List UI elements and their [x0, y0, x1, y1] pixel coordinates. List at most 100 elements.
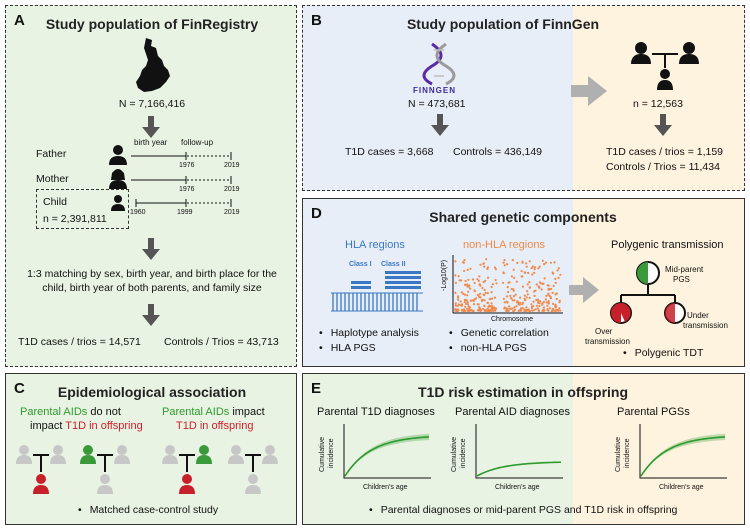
plot-2-ylabel-1: Cumulative [451, 436, 458, 472]
left-do-not: do not [87, 406, 121, 418]
manhattan-point [486, 292, 489, 295]
year-1960: 1960 [130, 209, 146, 216]
manhattan-point [537, 300, 540, 303]
year-1999: 1999 [177, 209, 193, 216]
year-1976-mother: 1976 [179, 186, 195, 193]
manhattan-point [486, 307, 489, 310]
manhattan-point [531, 273, 534, 276]
plot-1-curve [343, 424, 431, 479]
panel-a: A Study population of FinRegistry N = 7,… [5, 5, 297, 367]
manhattan-point [477, 279, 480, 282]
confidence-band [641, 433, 725, 476]
manhattan-point [521, 261, 524, 264]
panel-d-letter: D [311, 205, 322, 222]
plot-1: Cumulative incidence Children's age [319, 424, 431, 496]
father-icon [109, 145, 127, 165]
right-statement-line-1: Parental AIDs impact [162, 406, 265, 418]
arrow-down-icon [431, 114, 449, 136]
manhattan-point [471, 278, 475, 281]
plot-axes [475, 424, 563, 479]
trio-right-control-icon [228, 445, 278, 494]
manhattan-point [536, 307, 539, 310]
year-2019-mother: 2019 [224, 186, 240, 193]
trio-right-case-icon [162, 445, 212, 494]
manhattan-point [466, 301, 469, 304]
manhattan-point [530, 306, 533, 310]
manhattan-point [477, 295, 481, 298]
manhattan-point [481, 286, 484, 290]
mother-icon [109, 169, 127, 189]
manhattan-point [502, 281, 505, 284]
manhattan-point [464, 283, 467, 286]
mid-parent-label-2: PGS [673, 275, 690, 284]
plot-2-xlabel: Children's age [495, 484, 540, 491]
manhattan-point [543, 277, 546, 280]
manhattan-point [521, 307, 524, 310]
manhattan-point [461, 303, 464, 306]
manhattan-point [532, 309, 535, 312]
plot-3-ylabel-2: incidence [624, 438, 631, 468]
mother-label: Mother [36, 173, 69, 185]
mother-timeline [131, 176, 232, 184]
finland-map-icon [136, 38, 170, 92]
manhattan-point [512, 309, 515, 313]
manhattan-point [489, 305, 492, 308]
manhattan-point [553, 261, 556, 264]
manhattan-point [551, 271, 554, 274]
manhattan-point [479, 263, 482, 266]
manhattan-point [505, 300, 508, 303]
plot-3-ylabel-1: Cumulative [615, 436, 622, 472]
manhattan-point [465, 302, 468, 305]
panel-e: E T1D risk estimation in offspring Paren… [302, 373, 745, 525]
manhattan-point [464, 305, 467, 308]
manhattan-point [478, 292, 482, 295]
manhattan-point [558, 299, 561, 302]
manhattan-point [486, 301, 489, 304]
mid-parent-label-1: Mid-parent [665, 265, 704, 274]
manhattan-point [554, 293, 557, 296]
hla-locus-diagram [331, 271, 423, 312]
manhattan-point [467, 278, 470, 281]
manhattan-point [525, 296, 528, 299]
manhattan-point [472, 299, 475, 302]
manhattan-point [535, 283, 538, 286]
manhattan-point [552, 284, 555, 288]
plot-3: Cumulative incidence Children's age [615, 424, 727, 496]
panel-e-letter: E [311, 380, 322, 397]
matching-line-2: child, birth year of both parents, and f… [42, 282, 262, 294]
polygenic-transmission-diagram [610, 261, 686, 324]
right-statement-line-2: T1D in offspring [176, 420, 253, 432]
matching-line-1: 1:3 matching by sex, birth year, and bir… [27, 268, 277, 280]
arrow-down-icon [142, 304, 160, 326]
manhattan-point [510, 275, 513, 278]
manhattan-point [543, 263, 546, 266]
manhattan-point [557, 276, 560, 279]
finngen-logo-text: FINNGEN [413, 86, 456, 95]
manhattan-point [551, 302, 555, 305]
manhattan-point [528, 260, 531, 263]
manhattan-point [533, 294, 536, 297]
manhattan-point [538, 305, 541, 308]
manhattan-point [491, 308, 494, 311]
year-2019-father: 2019 [224, 162, 240, 169]
over-label-2: transmission [585, 337, 630, 346]
arrow-down-icon [654, 114, 672, 136]
manhattan-point [538, 286, 541, 289]
manhattan-point [483, 288, 486, 291]
incidence-curve [344, 436, 430, 477]
manhattan-point [511, 299, 514, 302]
manhattan-point [477, 303, 480, 306]
manhattan-point [559, 309, 562, 312]
left-parental-aids: Parental AIDs [20, 406, 88, 418]
manhattan-point [466, 285, 469, 288]
manhattan-point [482, 280, 485, 284]
manhattan-point [456, 308, 459, 311]
finngen-t1d-trios: T1D cases / trios = 1,159 [606, 146, 724, 158]
manhattan-point [510, 297, 513, 300]
incidence-curve [476, 461, 562, 477]
manhattan-point [483, 309, 486, 312]
manhattan-point [546, 284, 549, 287]
manhattan-point [483, 265, 486, 268]
manhattan-point [454, 307, 457, 311]
manhattan-point [506, 286, 509, 289]
